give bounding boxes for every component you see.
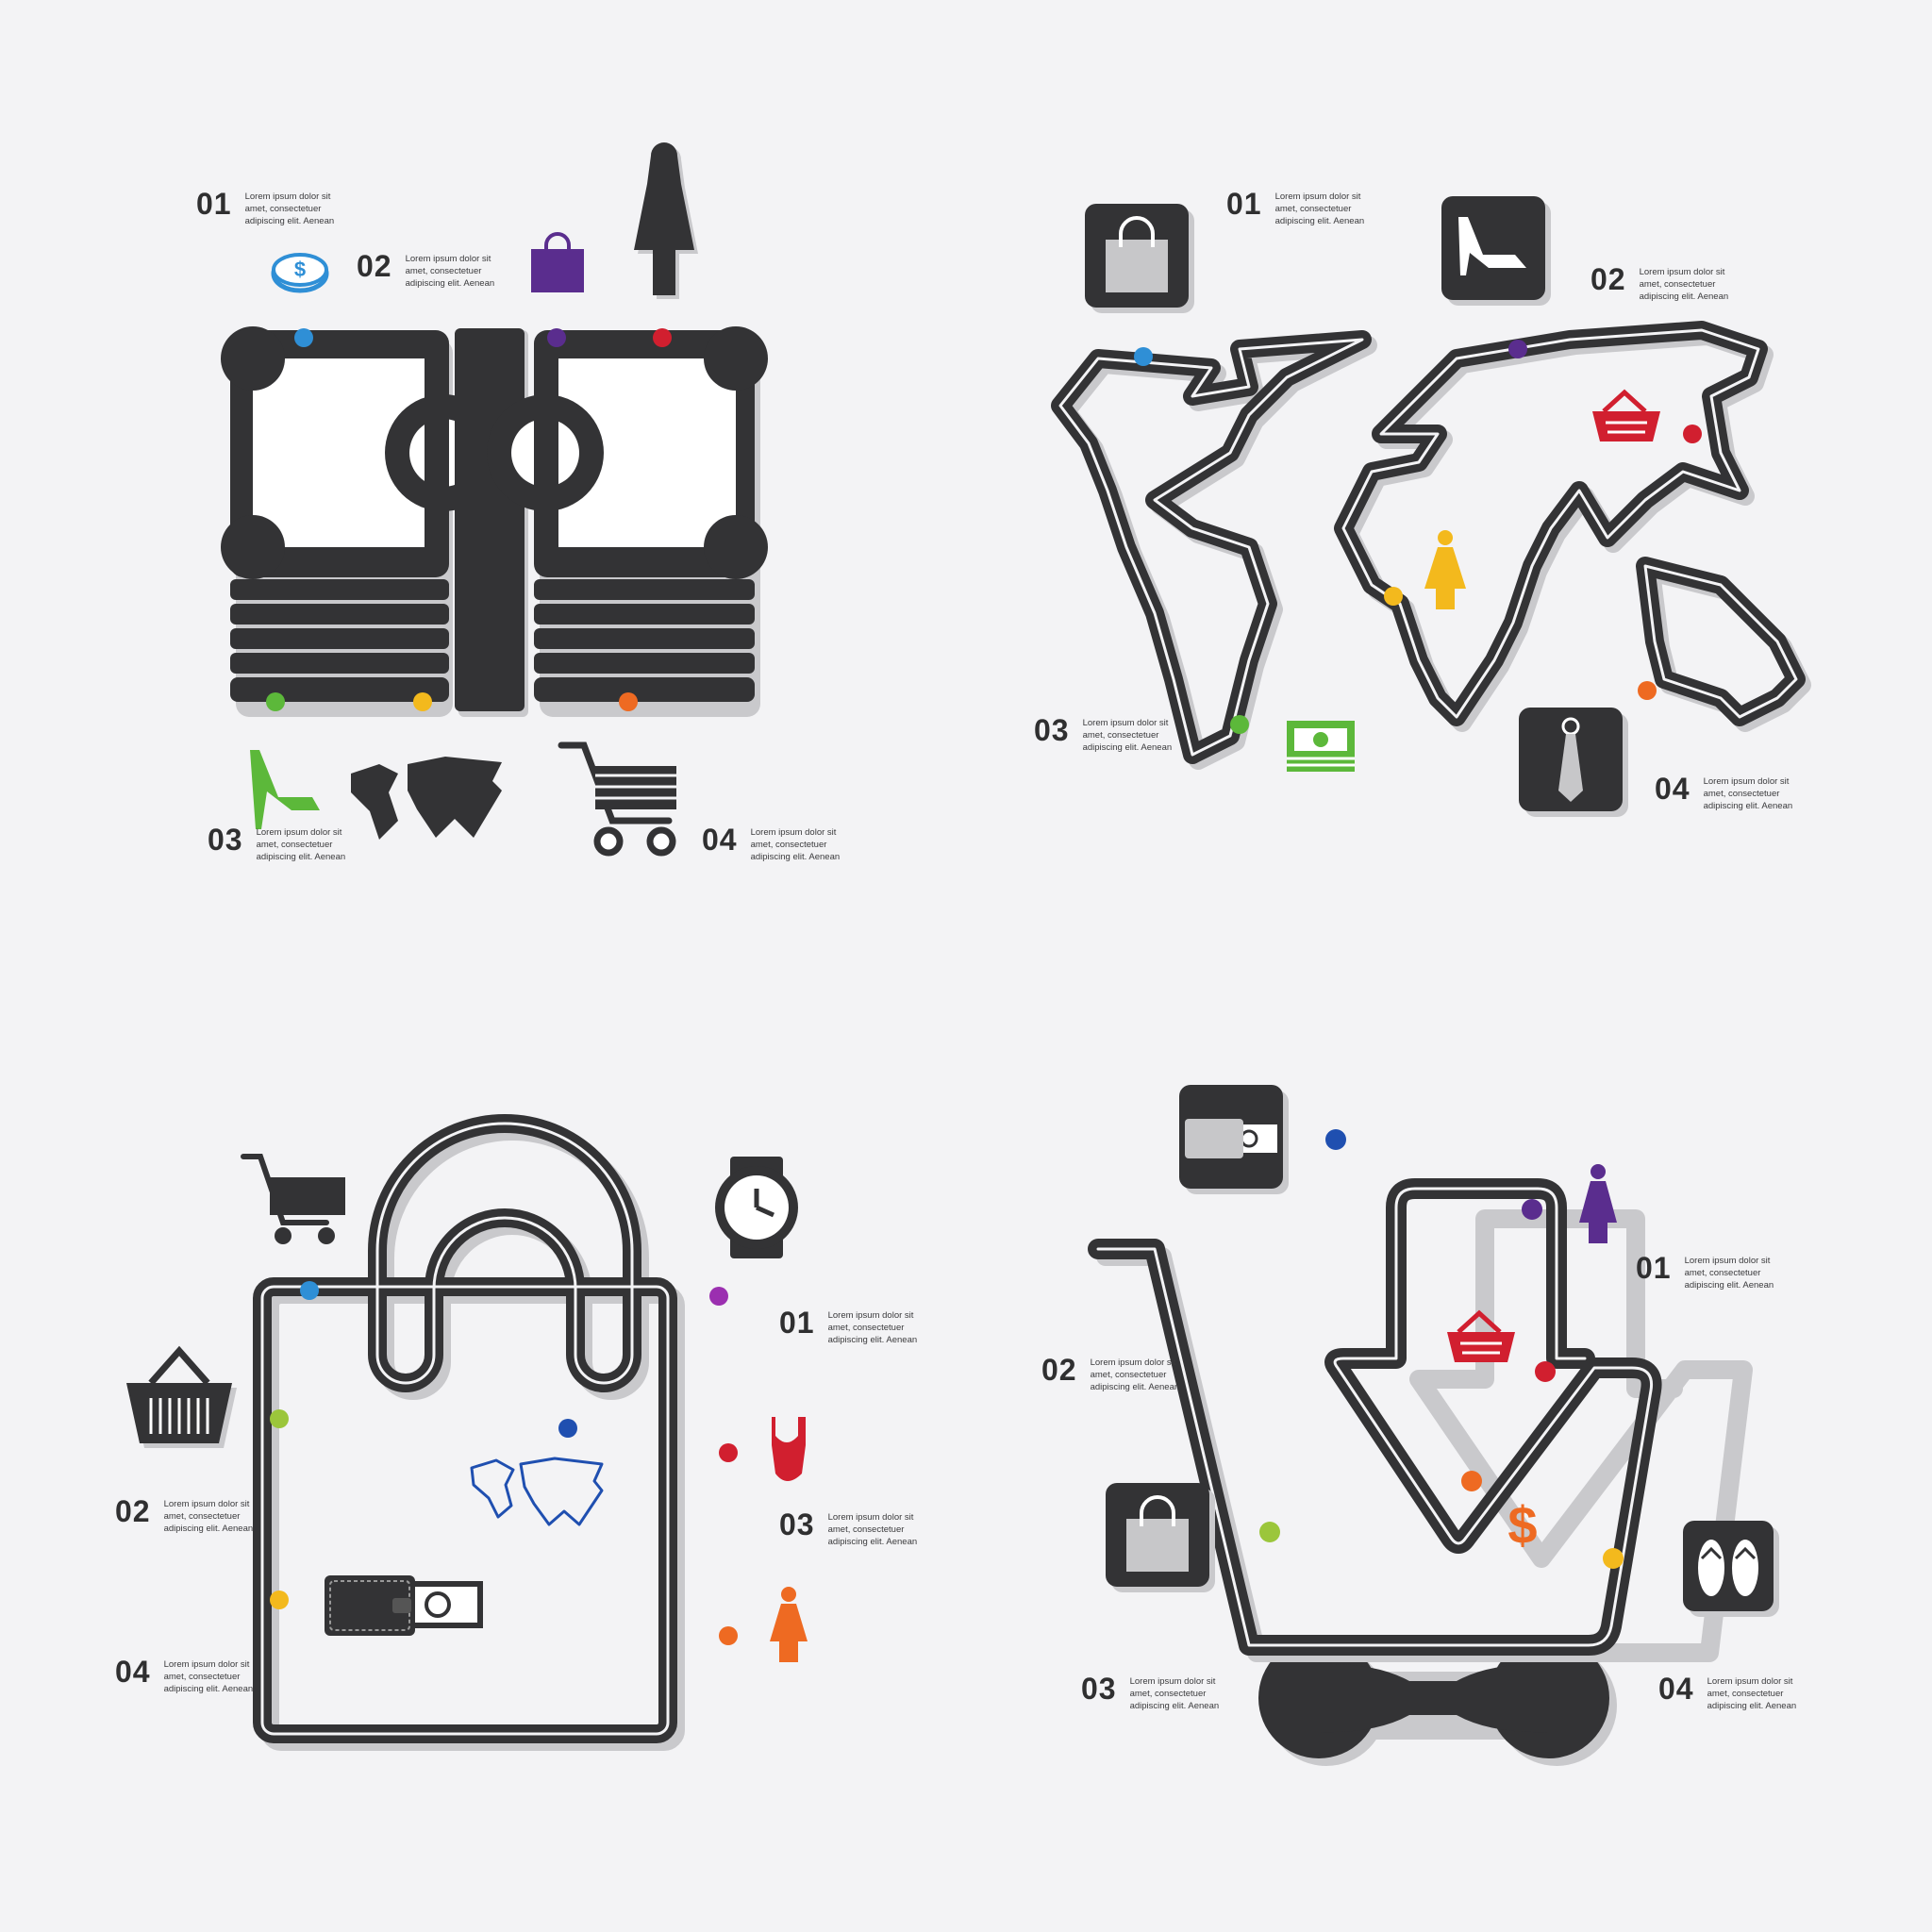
step-number: 03: [208, 823, 243, 857]
swimsuit-icon: [772, 1417, 806, 1481]
banknote-stack-right: [487, 326, 768, 717]
tie-icon: [1519, 708, 1628, 817]
step-01: 01 Lorem ipsum dolor sit amet, consectet…: [779, 1307, 923, 1346]
step-04: 04 Lorem ipsum dolor sit amet, consectet…: [1655, 774, 1798, 812]
world-map-icon: [351, 757, 502, 840]
step-03: 03 Lorem ipsum dolor sit amet, consectet…: [1034, 715, 1177, 754]
step-number: 01: [1226, 187, 1262, 221]
step-number: 04: [1655, 772, 1690, 806]
woman-icon: [634, 142, 698, 299]
step-description: Lorem ipsum dolor sit amet, consectetuer…: [1129, 1676, 1220, 1711]
woman-icon: [1424, 530, 1466, 609]
step-number: 03: [779, 1507, 815, 1541]
step-03: 03 Lorem ipsum dolor sit amet, consectet…: [779, 1509, 923, 1548]
step-number: 01: [779, 1306, 815, 1340]
shopping-cart-step-dots: [1259, 1129, 1624, 1569]
shopping-cart-road-art: $: [1088, 1085, 1779, 1766]
step-number: 02: [357, 249, 392, 283]
world-map-road: [1051, 321, 1811, 770]
step-description: Lorem ipsum dolor sit amet, consectetuer…: [1684, 1256, 1774, 1291]
step-02: 02 Lorem ipsum dolor sit amet, consectet…: [1591, 264, 1734, 303]
step-number: 03: [1034, 713, 1070, 747]
step-description: Lorem ipsum dolor sit amet, consectetuer…: [163, 1499, 254, 1534]
flip-flops-icon: [1683, 1521, 1779, 1617]
step-description: Lorem ipsum dolor sit amet, consectetuer…: [256, 827, 346, 862]
basket-icon: [1447, 1309, 1515, 1362]
step-description: Lorem ipsum dolor sit amet, consectetuer…: [244, 192, 335, 226]
step-description: Lorem ipsum dolor sit amet, consectetuer…: [1274, 192, 1365, 226]
step-number: 01: [196, 187, 232, 221]
money-icon: [1287, 721, 1355, 772]
step-01: 01 Lorem ipsum dolor sit amet, consectet…: [1226, 189, 1370, 227]
step-description: Lorem ipsum dolor sit amet, consectetuer…: [1703, 776, 1793, 811]
step-description: Lorem ipsum dolor sit amet, consectetuer…: [1082, 718, 1173, 753]
high-heel-icon: [250, 750, 320, 829]
coin-icon: $: [271, 253, 329, 293]
shopping-cart-icon: [558, 741, 676, 857]
step-01: 01 Lorem ipsum dolor sit amet, consectet…: [196, 189, 340, 227]
basket-icon: [1592, 389, 1660, 441]
watch-icon: [715, 1157, 798, 1258]
woman-icon: [770, 1587, 808, 1662]
step-description: Lorem ipsum dolor sit amet, consectetuer…: [827, 1310, 918, 1345]
basket-icon: [126, 1345, 237, 1448]
shopping-cart-icon: [241, 1154, 345, 1244]
banknote-band: [455, 328, 528, 717]
svg-text:$: $: [294, 258, 306, 281]
step-04: 04 Lorem ipsum dolor sit amet, consectet…: [702, 824, 845, 863]
step-03: 03 Lorem ipsum dolor sit amet, consectet…: [208, 824, 351, 863]
step-number: 03: [1081, 1672, 1117, 1706]
step-01: 01 Lorem ipsum dolor sit amet, consectet…: [1636, 1253, 1779, 1291]
step-number: 01: [1636, 1251, 1672, 1285]
world-map-icon: [470, 1457, 604, 1526]
step-number: 04: [1658, 1672, 1694, 1706]
dollar-icon: $: [1507, 1495, 1537, 1555]
shopping-bag-step-dots: [270, 1281, 738, 1645]
step-description: Lorem ipsum dolor sit amet, consectetuer…: [827, 1512, 918, 1547]
step-04: 04 Lorem ipsum dolor sit amet, consectet…: [1658, 1674, 1802, 1712]
woman-icon: [1579, 1164, 1617, 1243]
shopping-cart-road: [1088, 1178, 1753, 1662]
step-number: 02: [115, 1494, 151, 1528]
step-description: Lorem ipsum dolor sit amet, consectetuer…: [163, 1659, 254, 1694]
cart-wheels: [1258, 1638, 1617, 1766]
shopping-cart-infographic: $ 01 Lorem ipsum dolor sit amet, consect…: [966, 966, 1932, 1932]
step-02: 02 Lorem ipsum dolor sit amet, consectet…: [115, 1496, 258, 1535]
step-number: 02: [1041, 1353, 1077, 1387]
world-map-road-art: [1051, 196, 1811, 817]
shopping-bag-icon: [1106, 1483, 1215, 1592]
step-number: 04: [115, 1655, 151, 1689]
step-02: 02 Lorem ipsum dolor sit amet, consectet…: [357, 251, 500, 290]
step-number: 02: [1591, 262, 1626, 296]
banknote-stack-left: [221, 326, 502, 717]
shopping-bag-icon: [1085, 204, 1194, 313]
shopping-bag-icon: [531, 232, 584, 292]
step-03: 03 Lorem ipsum dolor sit amet, consectet…: [1081, 1674, 1224, 1712]
step-02: 02 Lorem ipsum dolor sit amet, consectet…: [1041, 1355, 1185, 1393]
step-description: Lorem ipsum dolor sit amet, consectetuer…: [405, 254, 495, 289]
step-description: Lorem ipsum dolor sit amet, consectetuer…: [1707, 1676, 1797, 1711]
step-description: Lorem ipsum dolor sit amet, consectetuer…: [1090, 1357, 1180, 1392]
high-heel-icon: [1441, 196, 1551, 306]
step-description: Lorem ipsum dolor sit amet, consectetuer…: [1639, 267, 1729, 302]
money-road-art: $: [221, 142, 768, 857]
step-number: 04: [702, 823, 738, 857]
world-map-step-dots: [1134, 340, 1702, 734]
step-description: Lorem ipsum dolor sit amet, consectetuer…: [750, 827, 841, 862]
world-map-infographic: 01 Lorem ipsum dolor sit amet, consectet…: [966, 0, 1932, 966]
shopping-bag-road-art: [126, 1114, 808, 1751]
money-infographic: $ 01 Lorem ipsum dolor sit amet, consect…: [0, 0, 966, 966]
wallet-icon: [1179, 1085, 1289, 1194]
wallet-icon: [325, 1575, 483, 1636]
money-step-dots: [266, 328, 672, 711]
step-04: 04 Lorem ipsum dolor sit amet, consectet…: [115, 1657, 258, 1695]
shopping-bag-road: [253, 1114, 685, 1751]
shopping-bag-infographic: 01 Lorem ipsum dolor sit amet, consectet…: [0, 966, 966, 1932]
